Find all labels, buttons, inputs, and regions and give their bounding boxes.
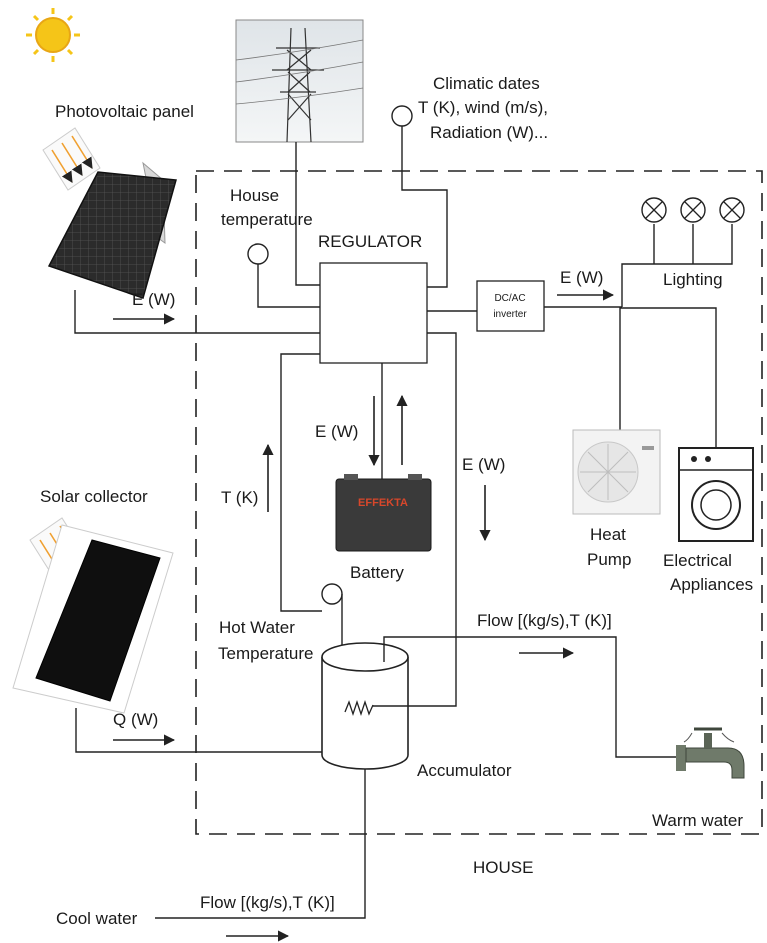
photovoltaic-panel-icon	[47, 161, 177, 299]
house-temp-sensor-icon	[247, 243, 269, 265]
collector-heat-label: Q (W)	[113, 710, 158, 729]
regulator-label: REGULATOR	[318, 232, 422, 251]
battery-label: Battery	[350, 563, 404, 582]
washing-machine-icon	[678, 447, 754, 542]
cool-water-label: Cool water	[56, 909, 138, 928]
warm-water-label: Warm water	[652, 811, 743, 830]
lamp-icon	[719, 197, 745, 223]
inverter-box	[476, 280, 545, 332]
house-label: HOUSE	[473, 858, 533, 877]
accumulator-tank	[321, 642, 409, 770]
heat-pump-label-2: Pump	[587, 550, 631, 569]
solar-collector-label: Solar collector	[40, 487, 148, 506]
regulator-box	[319, 262, 428, 364]
house-boundary	[195, 170, 763, 835]
temperature-label: T (K)	[221, 488, 258, 507]
inverter-label-1: DC/AC	[494, 293, 525, 304]
house-temp-label-2: temperature	[221, 210, 313, 229]
warm-flow-label: Flow [(kg/s),T (K)]	[477, 611, 612, 630]
climatic-label-2: T (K), wind (m/s),	[418, 98, 548, 117]
photovoltaic-label: Photovoltaic panel	[55, 102, 194, 121]
power-tower-icon	[235, 19, 364, 143]
appliances-label-2: Appliances	[670, 575, 753, 594]
hot-water-sensor-icon	[321, 583, 343, 605]
inverter-energy-label: E (W)	[560, 268, 603, 287]
hot-water-label-1: Hot Water	[219, 618, 295, 637]
climatic-label-1: Climatic dates	[433, 74, 540, 93]
accumulator-label: Accumulator	[417, 761, 512, 780]
inverter-label-2: inverter	[493, 309, 527, 320]
cool-flow-label: Flow [(kg/s),T (K)]	[200, 893, 335, 912]
lighting-label: Lighting	[663, 270, 723, 289]
lamp-icon	[680, 197, 706, 223]
heat-pump-label-1: Heat	[590, 525, 626, 544]
appliances-label-1: Electrical	[663, 551, 732, 570]
battery-energy-label: E (W)	[315, 422, 358, 441]
heater-coil-icon	[344, 699, 374, 717]
lamp-icon	[641, 197, 667, 223]
house-temp-label-1: House	[230, 186, 279, 205]
climatic-label-3: Radiation (W)...	[430, 123, 548, 142]
pv-energy-label: E (W)	[132, 290, 175, 309]
tap-icon	[676, 727, 745, 779]
solar-collector-icon	[12, 524, 174, 714]
battery-brand: EFFEKTA	[358, 497, 408, 509]
battery-icon: EFFEKTA	[335, 474, 432, 552]
heat-pump-icon	[572, 429, 661, 515]
climatic-sensor-icon	[391, 105, 413, 127]
pv-radiation-icon	[42, 127, 101, 191]
sun-icon	[26, 8, 80, 62]
hot-water-label-2: Temperature	[218, 644, 313, 663]
accumulator-energy-label: E (W)	[462, 455, 505, 474]
